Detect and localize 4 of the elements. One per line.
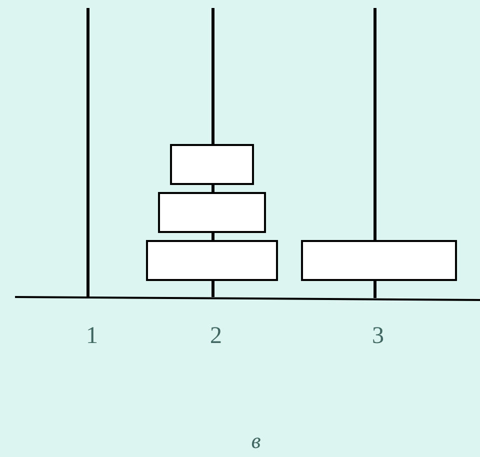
figure-caption: в (251, 428, 261, 454)
peg-number: 3 (372, 322, 384, 350)
peg-number: 1 (86, 322, 98, 350)
peg-number: 2 (210, 322, 222, 350)
